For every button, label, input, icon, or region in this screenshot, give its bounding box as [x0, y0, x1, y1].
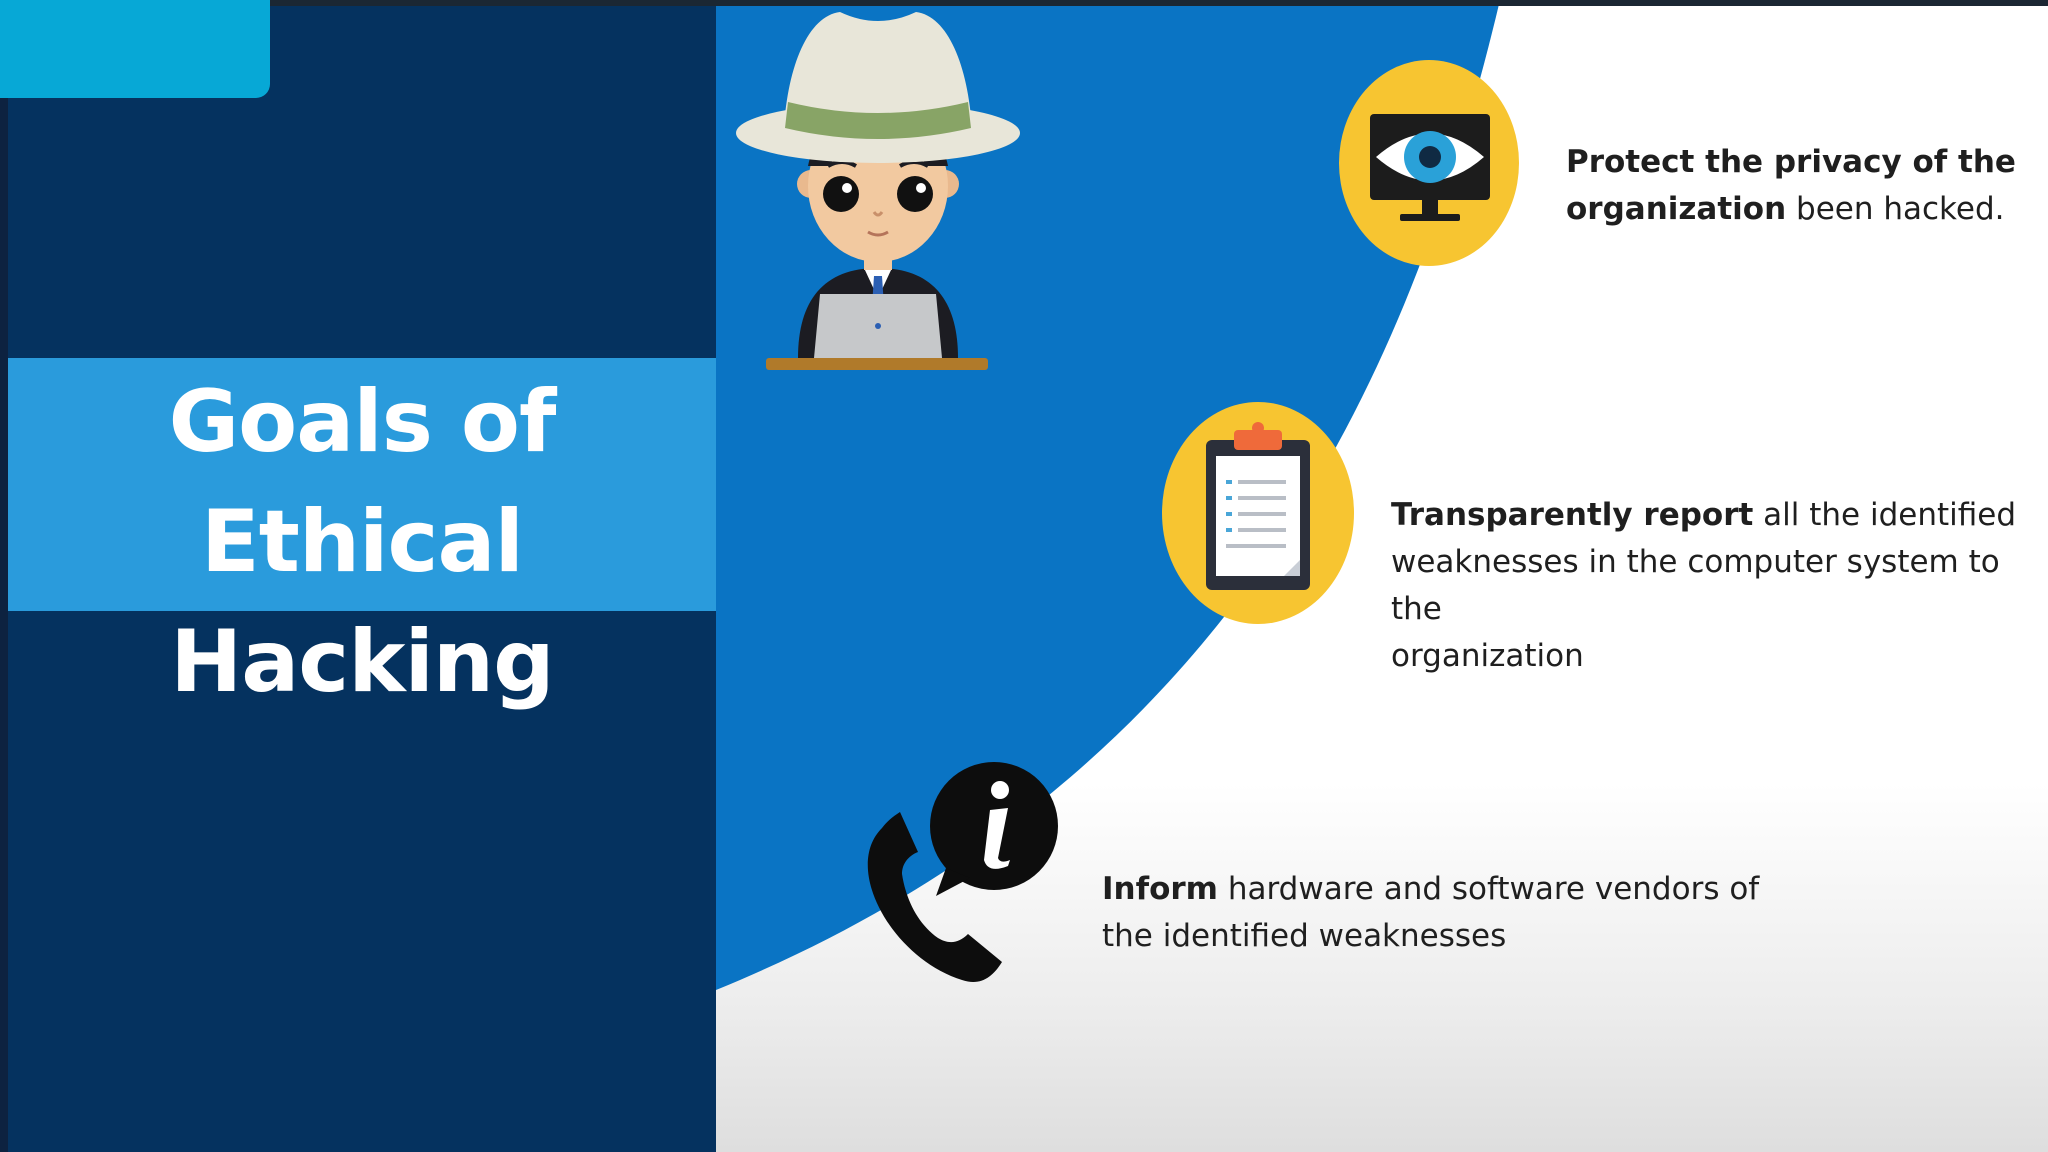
goal-3-bold: Inform [1102, 871, 1218, 907]
goal-1-text: Protect the privacy of the organization … [1566, 139, 2016, 233]
goal-3-rest: hardware and software vendors of [1217, 871, 1760, 907]
goal-2-rest: all the identified [1753, 497, 2017, 533]
top-bar [0, 0, 2048, 6]
goal-2-line3: organization [1391, 638, 1584, 674]
goal-3-text: Inform hardware and software vendors of … [1102, 866, 1759, 960]
hacker-illustration [736, 12, 1020, 370]
goal-1-rest: been hacked. [1786, 191, 2005, 227]
title-band [8, 358, 716, 611]
clipboard-icon [1162, 402, 1354, 624]
goal-2-text: Transparently report all the identified … [1391, 492, 2048, 680]
phone-info-icon [867, 762, 1058, 982]
slide-title: Goals of Ethical Hacking [8, 362, 716, 722]
slide-title-line2: Ethical Hacking [170, 492, 554, 712]
goal-1-bold2: organization [1566, 191, 1787, 227]
slide-title-line1: Goals of [168, 372, 557, 472]
cyan-tab [0, 0, 270, 98]
left-edge [0, 0, 8, 1152]
goal-1-bold: Protect the privacy of the [1566, 144, 2016, 180]
goal-2-line2: weaknesses in the computer system to the [1391, 544, 2000, 627]
eye-monitor-icon [1339, 60, 1519, 266]
goal-3-line2: the identified weaknesses [1102, 918, 1507, 954]
goal-2-bold: Transparently report [1391, 497, 1754, 533]
